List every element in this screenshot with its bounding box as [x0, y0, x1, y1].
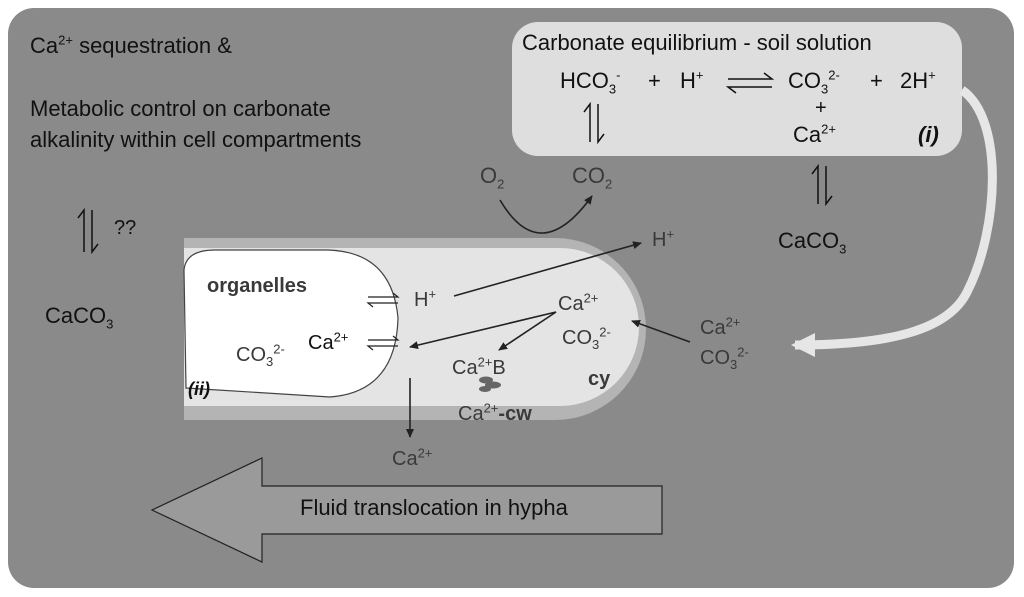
- h-efflux-arrow: [453, 241, 642, 297]
- h-out-main: H: [652, 229, 667, 251]
- co3-cy-label: CO32-: [562, 325, 611, 351]
- return-arrow: [791, 86, 997, 357]
- co3-organelle-main: CO: [236, 344, 266, 366]
- left-title-main: Ca: [30, 33, 59, 58]
- eq-2h-main: 2H: [900, 68, 929, 93]
- flow-arrow-shape: [150, 457, 663, 563]
- ca-bottom-main: Ca: [392, 448, 418, 470]
- h-out-sup: +: [666, 226, 675, 242]
- h-in-main: H: [414, 289, 429, 311]
- left-line-3: alkalinity within cell compartments: [30, 127, 362, 152]
- co3-organelle-label: CO32-: [236, 342, 285, 368]
- ca-to-organelle-arrow: [409, 311, 557, 350]
- eq-h-sup: +: [695, 67, 704, 83]
- left-question: ??: [114, 217, 137, 239]
- cacw-sup: 2+: [483, 400, 499, 416]
- o2-main: O: [480, 163, 498, 188]
- left-line-2: Metabolic control on carbonate: [30, 96, 331, 121]
- cab-label: Ca2+B: [452, 355, 506, 379]
- eq-co3-main: CO: [788, 68, 821, 93]
- eq-hco3-main: HCO: [560, 68, 609, 93]
- co3-organelle-sup: 2-: [273, 341, 285, 357]
- equilibrium-title: Carbonate equilibrium - soil solution: [522, 30, 872, 55]
- left-title: Ca2+ sequestration &: [30, 32, 232, 58]
- ca-bottom-label: Ca2+: [392, 446, 432, 470]
- cy-label: cy: [588, 368, 611, 390]
- ca-cy-main: Ca: [558, 293, 584, 315]
- eq-co3-sup: 2-: [828, 67, 840, 83]
- eq-h: H+: [680, 67, 704, 93]
- carbonate-equilibrium-arrows: [725, 72, 775, 94]
- cacw-rest: -cw: [498, 403, 532, 425]
- cacw-label: Ca2+-cw: [458, 401, 532, 425]
- left-caco3-sub: 3: [106, 316, 114, 332]
- eq-co3: CO32-: [788, 67, 840, 96]
- eq-ca: Ca2+: [793, 121, 836, 147]
- o2-sub: 2: [497, 176, 505, 192]
- uptake-ca-label: Ca2+: [700, 315, 740, 339]
- respiration-arrow: [499, 195, 593, 234]
- co3-cy-main: CO: [562, 327, 592, 349]
- uptake-co3-label: CO32-: [700, 345, 749, 371]
- eq-h-main: H: [680, 68, 696, 93]
- left-caco3: CaCO3: [45, 303, 113, 331]
- left-title-sup: 2+: [58, 32, 73, 48]
- uptake-ca-sup: 2+: [725, 314, 741, 330]
- eq-2h-sup: +: [928, 67, 936, 83]
- uptake-ca-main: Ca: [700, 317, 726, 339]
- eq-co3-sub: 3: [821, 81, 829, 97]
- left-title-rest: sequestration &: [72, 33, 232, 58]
- right-caco3: CaCO3: [778, 228, 846, 256]
- h-out-label: H+: [652, 227, 674, 251]
- label-ii: (ii): [188, 379, 210, 399]
- hco3-co2-arrows: [583, 101, 605, 145]
- h-in-label: H+: [414, 287, 436, 311]
- ca-caco3-arrows: [811, 163, 833, 207]
- cacw-main: Ca: [458, 403, 484, 425]
- binding-blob-icon: [479, 376, 501, 392]
- eq-2h: 2H+: [900, 67, 936, 93]
- co3-cy-sub: 3: [592, 337, 600, 352]
- co2-label: CO2: [572, 163, 612, 191]
- uptake-co3-sub: 3: [730, 357, 738, 372]
- label-i: (i): [918, 122, 939, 147]
- uptake-co3-main: CO: [700, 347, 730, 369]
- eq-hco3-sub: 3: [608, 81, 617, 97]
- eq-ca-main: Ca: [793, 122, 822, 147]
- eq-plus-2: +: [870, 68, 883, 93]
- ca-cy-label: Ca2+: [558, 291, 598, 315]
- uptake-co3-sup: 2-: [737, 344, 749, 360]
- organelle-exchange-arrows: [366, 292, 400, 351]
- co2-main: CO: [572, 163, 605, 188]
- organelles-label: organelles: [207, 275, 308, 297]
- ca-organelle-label: Ca2+: [308, 330, 348, 354]
- uptake-arrow: [631, 319, 691, 343]
- cab-main: Ca: [452, 357, 478, 379]
- organelle-membrane: [183, 249, 399, 398]
- eq-ca-sup: 2+: [821, 121, 836, 137]
- o2-label: O2: [480, 163, 504, 191]
- cab-sup: 2+: [477, 354, 493, 370]
- co2-sub: 2: [605, 176, 613, 192]
- flow-arrow-label: Fluid translocation in hypha: [300, 495, 568, 520]
- co3-organelle-sub: 3: [266, 354, 274, 369]
- co3-cy-sup: 2-: [599, 324, 611, 340]
- h-in-sup: +: [428, 286, 437, 302]
- left-equilibrium-arrows: [77, 207, 99, 255]
- eq-hco3-sup: -: [616, 67, 621, 83]
- eq-hco3: HCO3-: [560, 67, 621, 96]
- left-caco3-main: CaCO: [45, 303, 107, 328]
- equilibrium-box: [512, 22, 962, 156]
- ca-bottom-sup: 2+: [417, 445, 433, 461]
- right-caco3-sub: 3: [839, 241, 847, 257]
- ca-organelle-main: Ca: [308, 332, 334, 354]
- ca-cy-sup: 2+: [583, 290, 599, 306]
- cab-rest: B: [492, 357, 506, 379]
- eq-plus-1: +: [648, 68, 661, 93]
- ca-organelle-sup: 2+: [333, 329, 349, 345]
- eq-plus-3: +: [815, 97, 827, 119]
- ca-to-cab-arrow: [498, 311, 557, 351]
- right-caco3-main: CaCO: [778, 228, 840, 253]
